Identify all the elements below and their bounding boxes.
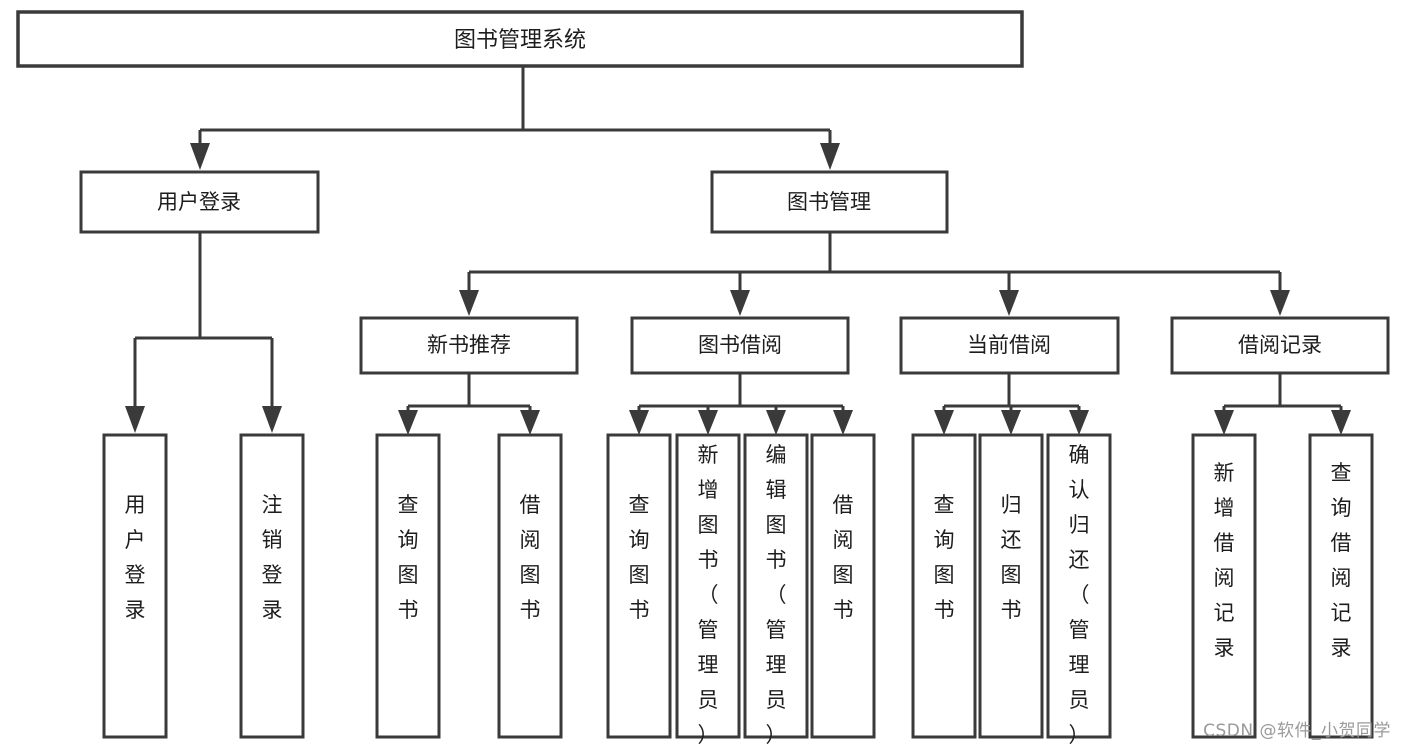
- leaf-confirm-return-box[interactable]: [1046, 433, 1112, 739]
- node-borrow-record[interactable]: 借阅记录: [1170, 316, 1390, 375]
- leaf-query-book-3-box[interactable]: [911, 433, 977, 739]
- leaf-borrow-book-1[interactable]: 借阅图书: [497, 433, 563, 739]
- leaf-return-book-box[interactable]: [978, 433, 1044, 739]
- arrow-head-leaf-query-record: [1331, 410, 1351, 435]
- node-book-borrow-label: 图书借阅: [698, 333, 782, 357]
- connector-layer: [125, 66, 1351, 435]
- node-book-borrow[interactable]: 图书借阅: [630, 316, 850, 375]
- arrow-head-leaf-confirm-return: [1069, 410, 1089, 435]
- node-borrow-record-label: 借阅记录: [1238, 333, 1322, 357]
- leaf-borrow-book-2-box[interactable]: [810, 433, 876, 739]
- arrow-head-book-manage: [820, 143, 840, 170]
- leaf-borrow-book-1-label: 借阅图书: [520, 493, 541, 622]
- leaf-confirm-return-label: 确认归还（管理员）: [1069, 443, 1090, 747]
- leaf-query-book-2[interactable]: 查询图书: [606, 433, 672, 739]
- leaf-query-record-box[interactable]: [1308, 433, 1374, 739]
- leaf-logout-login-box[interactable]: [239, 433, 305, 739]
- leaf-edit-book-box[interactable]: [743, 433, 809, 739]
- arrow-head-leaf-add-record: [1214, 410, 1234, 435]
- arrow-head-borrow-record: [1270, 290, 1290, 316]
- node-book-manage[interactable]: 图书管理: [710, 170, 949, 234]
- leaf-user-login-label: 用户登录: [125, 493, 146, 622]
- node-new-book-recommend[interactable]: 新书推荐: [359, 316, 579, 375]
- leaf-query-book-1[interactable]: 查询图书: [375, 433, 441, 739]
- arrow-head-leaf-add-book: [698, 410, 718, 435]
- node-current-borrow-box[interactable]: [899, 316, 1120, 375]
- arrow-head-leaf-edit-book: [766, 410, 786, 435]
- leaf-return-book-label: 归还图书: [1001, 493, 1022, 622]
- leaf-borrow-book-2-label: 借阅图书: [833, 493, 854, 622]
- arrow-head-leaf-query-book-3: [934, 410, 954, 435]
- leaf-borrow-book-2[interactable]: 借阅图书: [810, 433, 876, 739]
- leaf-add-book[interactable]: 新增图书（管理员）: [675, 433, 741, 747]
- arrow-head-leaf-return-book: [1001, 410, 1021, 435]
- leaf-add-record[interactable]: 新增借阅记录: [1191, 433, 1257, 739]
- leaf-query-book-2-label: 查询图书: [629, 493, 650, 622]
- node-book-borrow-box[interactable]: [630, 316, 850, 375]
- arrow-head-leaf-borrow-book-1: [520, 410, 540, 435]
- node-current-borrow[interactable]: 当前借阅: [899, 316, 1120, 375]
- node-new-book-recommend-box[interactable]: [359, 316, 579, 375]
- leaf-query-book-1-box[interactable]: [375, 433, 441, 739]
- node-borrow-record-box[interactable]: [1170, 316, 1390, 375]
- leaf-logout-login[interactable]: 注销登录: [239, 433, 305, 739]
- arrow-head-leaf-logout-login: [262, 406, 282, 433]
- leaf-add-book-box[interactable]: [675, 433, 741, 739]
- node-book-manage-label: 图书管理: [787, 190, 871, 214]
- node-book-manage-box[interactable]: [710, 170, 949, 234]
- arrow-head-user-login: [190, 143, 210, 170]
- node-user-login-label: 用户登录: [157, 190, 241, 214]
- leaf-query-book-3-label: 查询图书: [934, 493, 955, 622]
- leaf-query-record[interactable]: 查询借阅记录: [1308, 433, 1374, 739]
- leaf-add-book-label: 新增图书（管理员）: [698, 443, 719, 747]
- arrow-head-book-borrow: [730, 290, 750, 316]
- node-root[interactable]: 图书管理系统: [16, 10, 1024, 68]
- arrow-head-leaf-query-book-2: [629, 410, 649, 435]
- leaf-borrow-book-1-box[interactable]: [497, 433, 563, 739]
- leaf-edit-book[interactable]: 编辑图书（管理员）: [743, 433, 809, 747]
- leaf-add-record-box[interactable]: [1191, 433, 1257, 739]
- node-root-box[interactable]: [16, 10, 1024, 68]
- node-current-borrow-label: 当前借阅: [967, 333, 1051, 357]
- arrow-head-leaf-user-login: [125, 406, 145, 433]
- node-user-login[interactable]: 用户登录: [79, 170, 320, 234]
- node-root-label: 图书管理系统: [454, 28, 586, 53]
- arrow-head-leaf-query-book-1: [398, 410, 418, 435]
- leaf-query-book-1-label: 查询图书: [398, 493, 419, 622]
- node-user-login-box[interactable]: [79, 170, 320, 234]
- arrow-head-new-book-recommend: [459, 290, 479, 316]
- leaf-confirm-return[interactable]: 确认归还（管理员）: [1046, 433, 1112, 747]
- arrow-head-leaf-borrow-book-2: [833, 410, 853, 435]
- leaf-return-book[interactable]: 归还图书: [978, 433, 1044, 739]
- leaf-query-record-label: 查询借阅记录: [1331, 461, 1352, 660]
- arrow-head-current-borrow: [999, 290, 1019, 316]
- leaf-logout-login-label: 注销登录: [262, 493, 283, 622]
- leaf-query-book-2-box[interactable]: [606, 433, 672, 739]
- leaf-query-book-3[interactable]: 查询图书: [911, 433, 977, 739]
- node-new-book-recommend-label: 新书推荐: [427, 333, 511, 357]
- leaf-user-login[interactable]: 用户登录: [102, 433, 168, 739]
- leaf-user-login-box[interactable]: [102, 433, 168, 739]
- leaf-add-record-label: 新增借阅记录: [1214, 461, 1235, 660]
- leaf-edit-book-label: 编辑图书（管理员）: [766, 443, 787, 747]
